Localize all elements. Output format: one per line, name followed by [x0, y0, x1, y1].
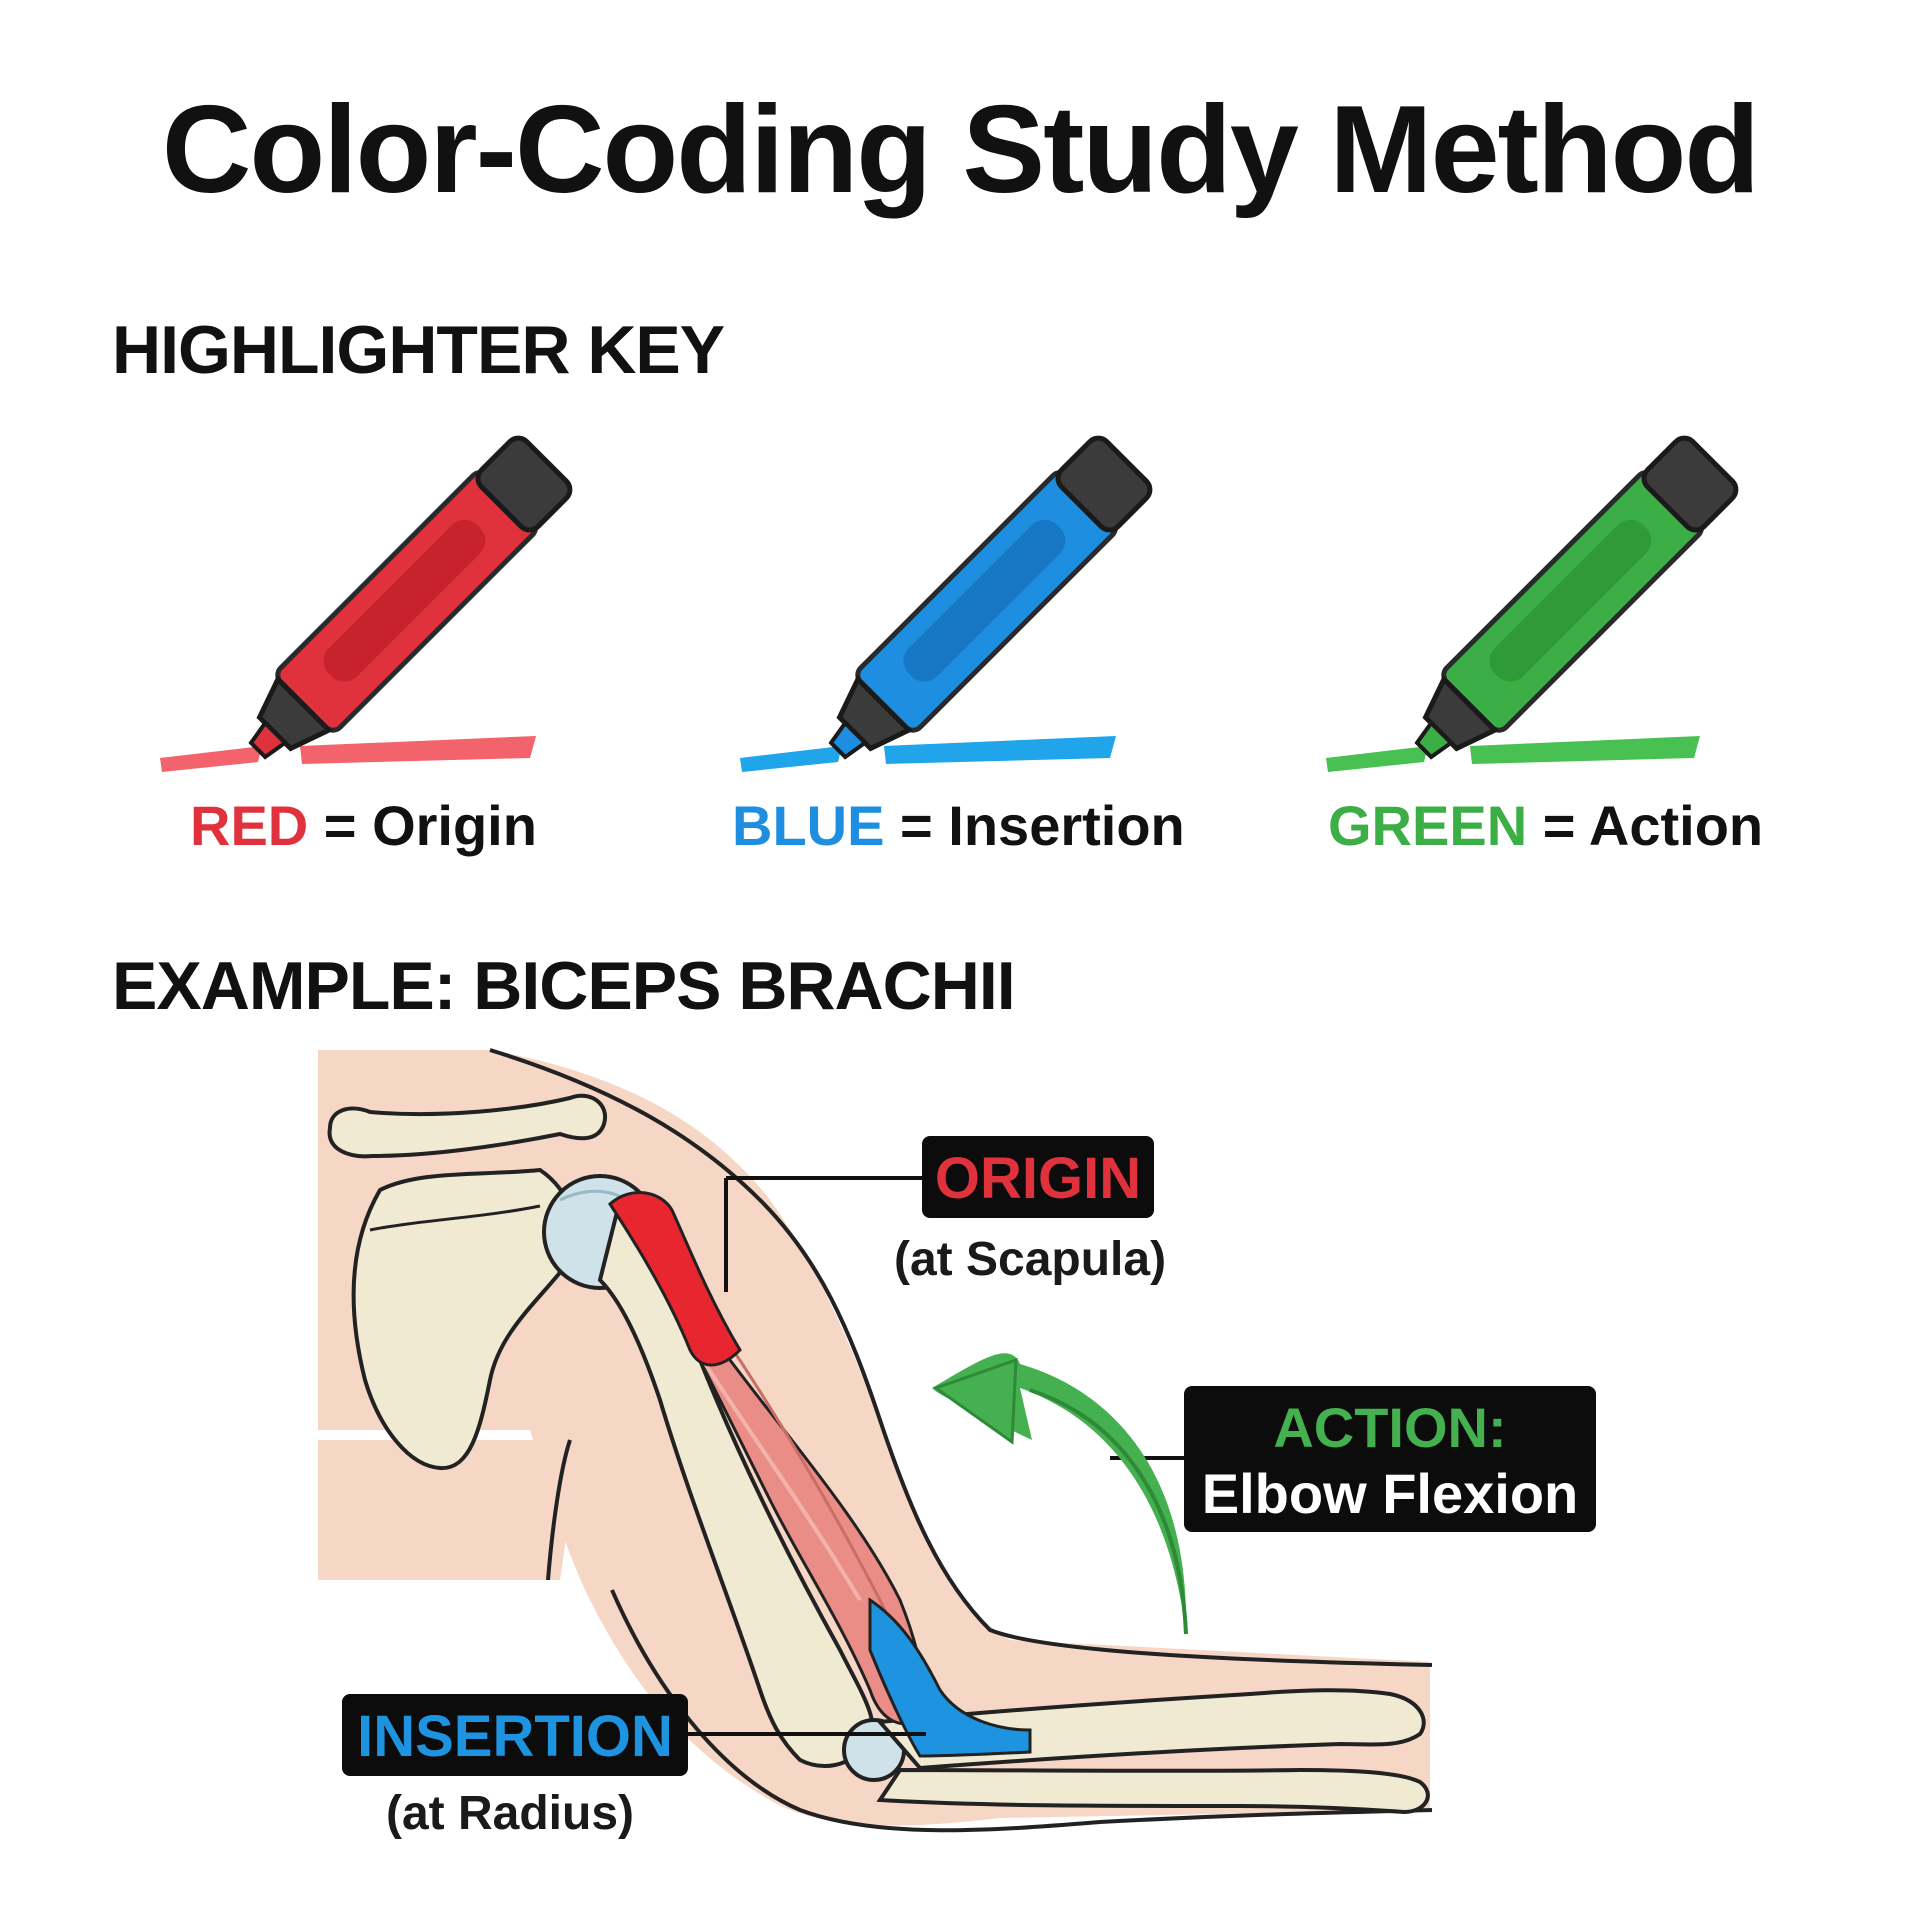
green-highlighter-icon: [1326, 435, 1739, 772]
key-equals-blue: =: [884, 794, 949, 857]
key-equals-green: =: [1527, 794, 1589, 857]
origin-label: ORIGIN: [934, 1146, 1142, 1211]
highlighter-key-heading: HIGHLIGHTER KEY: [112, 312, 725, 388]
red-highlighter-icon: [160, 435, 573, 772]
key-label-blue: BLUE = Insertion: [732, 798, 1185, 854]
insertion-note: (at Radius): [386, 1787, 635, 1840]
key-label-green: GREEN = Action: [1328, 798, 1763, 854]
key-meaning-green: Action: [1588, 794, 1764, 857]
key-meaning-blue: Insertion: [948, 794, 1185, 857]
action-label: ACTION:: [1273, 1396, 1507, 1459]
key-equals-red: =: [308, 794, 373, 857]
origin-note: (at Scapula): [894, 1233, 1167, 1286]
key-color-word-red: RED: [190, 794, 309, 857]
action-tag: ACTION: Elbow Flexion: [1184, 1386, 1596, 1532]
key-color-word-blue: BLUE: [732, 794, 885, 857]
key-label-red: RED = Origin: [190, 798, 537, 854]
origin-tag: ORIGIN: [922, 1136, 1154, 1218]
flexion-arrow-icon: [932, 1353, 1188, 1635]
highlighter-key-illustration: [160, 435, 1739, 772]
page-title: Color-Coding Study Method: [161, 81, 1760, 219]
example-heading: EXAMPLE: BICEPS BRACHII: [112, 948, 1016, 1024]
blue-highlighter-icon: [740, 435, 1153, 772]
key-meaning-red: Origin: [372, 794, 537, 857]
action-detail: Elbow Flexion: [1201, 1462, 1579, 1525]
key-color-word-green: GREEN: [1328, 794, 1528, 857]
insertion-tag: INSERTION: [342, 1694, 688, 1776]
insertion-label: INSERTION: [357, 1704, 673, 1769]
